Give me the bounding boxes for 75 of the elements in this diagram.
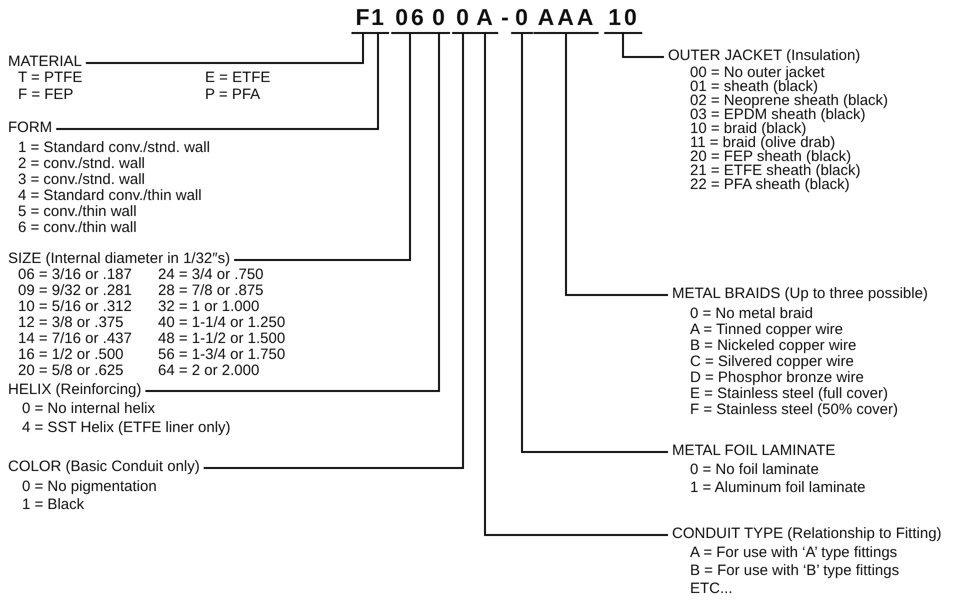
leader-line bbox=[622, 34, 664, 58]
code-entry: 1 = Black bbox=[22, 497, 84, 513]
field-heading: SIZE (Internal diameter in 1/32″s) bbox=[8, 251, 230, 267]
code-segment: A bbox=[472, 4, 498, 34]
code-entry: 16 = 1/2 or .500 bbox=[18, 347, 124, 363]
code-separator: - bbox=[501, 4, 509, 30]
code-entry: 48 = 1-1/2 or 1.500 bbox=[158, 331, 286, 347]
code-entry: 5 = conv./thin wall bbox=[18, 204, 137, 220]
code-entry: E = ETFE bbox=[205, 70, 270, 86]
code-entry: 11 = braid (olive drab) bbox=[690, 135, 836, 151]
leader-line bbox=[521, 34, 668, 453]
leader-line bbox=[565, 34, 668, 296]
code-entry: F = FEP bbox=[18, 87, 74, 103]
field-heading: COLOR (Basic Conduit only) bbox=[8, 459, 200, 475]
code-entry: B = Nickeled copper wire bbox=[690, 338, 856, 354]
field-heading: OUTER JACKET (Insulation) bbox=[668, 48, 860, 64]
code-entry: 03 = EPDM sheath (black) bbox=[690, 107, 866, 123]
code-entry: 09 = 9/32 or .281 bbox=[18, 283, 132, 299]
field-heading: METAL FOIL LAMINATE bbox=[672, 443, 836, 459]
leader-line bbox=[86, 34, 364, 64]
code-entry: 00 = No outer jacket bbox=[690, 65, 825, 81]
code-entry: 3 = conv./stnd. wall bbox=[18, 172, 145, 188]
code-entry: A = For use with ‘A’ type fittings bbox=[690, 545, 898, 561]
code-entry: 22 = PFA sheath (black) bbox=[690, 177, 850, 193]
code-entry: 12 = 3/8 or .375 bbox=[18, 315, 124, 331]
leader-line bbox=[56, 34, 379, 130]
code-entry: B = For use with ‘B’ type fittings bbox=[690, 563, 900, 579]
code-entry: 10 = braid (black) bbox=[690, 121, 806, 137]
code-entry: 32 = 1 or 1.000 bbox=[158, 299, 260, 315]
code-entry: 21 = ETFE sheath (black) bbox=[690, 163, 860, 179]
note-text: ETC... bbox=[690, 581, 733, 597]
code-entry: 06 = 3/16 or .187 bbox=[18, 267, 132, 283]
code-entry: 20 = 5/8 or .625 bbox=[18, 363, 124, 379]
code-entry: 4 = Standard conv./thin wall bbox=[18, 188, 202, 204]
code-entry: 1 = Aluminum foil laminate bbox=[690, 480, 866, 496]
leader-line bbox=[204, 34, 464, 469]
code-entry: 20 = FEP sheath (black) bbox=[690, 149, 852, 165]
leader-line bbox=[234, 34, 411, 261]
code-entry: 40 = 1-1/4 or 1.250 bbox=[158, 315, 286, 331]
code-segment: 10 bbox=[604, 4, 642, 34]
code-entry: 4 = SST Helix (ETFE liner only) bbox=[22, 420, 231, 436]
code-entry: 01 = sheath (black) bbox=[690, 79, 818, 95]
code-segment: AAA bbox=[534, 4, 598, 34]
leader-line bbox=[145, 34, 440, 392]
code-segment: 06 bbox=[391, 4, 429, 34]
code-entry: P = PFA bbox=[205, 87, 260, 103]
code-entry: 1 = Standard conv./stnd. wall bbox=[18, 140, 210, 156]
code-entry: 56 = 1-3/4 or 1.750 bbox=[158, 347, 286, 363]
code-entry: F = Stainless steel (50% cover) bbox=[690, 402, 898, 418]
field-heading: CONDUIT TYPE (Relationship to Fitting) bbox=[672, 526, 942, 542]
code-segment: 0 bbox=[511, 4, 533, 34]
code-entry: 0 = No internal helix bbox=[22, 401, 155, 417]
code-entry: 24 = 3/4 or .750 bbox=[158, 267, 264, 283]
code-entry: E = Stainless steel (full cover) bbox=[690, 386, 888, 402]
field-heading: FORM bbox=[8, 120, 52, 136]
code-segment: 0 bbox=[452, 4, 474, 34]
code-entry: 02 = Neoprene sheath (black) bbox=[690, 93, 888, 109]
field-heading: MATERIAL bbox=[8, 54, 82, 70]
field-heading: METAL BRAIDS (Up to three possible) bbox=[672, 286, 928, 302]
code-entry: 14 = 7/16 or .437 bbox=[18, 331, 132, 347]
code-entry: 2 = conv./stnd. wall bbox=[18, 156, 145, 172]
code-entry: T = PTFE bbox=[18, 70, 82, 86]
code-entry: 0 = No foil laminate bbox=[690, 462, 819, 478]
code-entry: 0 = No pigmentation bbox=[22, 479, 157, 495]
code-entry: C = Silvered copper wire bbox=[690, 354, 854, 370]
code-segment: 0 bbox=[428, 4, 450, 34]
code-entry: 64 = 2 or 2.000 bbox=[158, 363, 260, 379]
leader-line bbox=[484, 34, 668, 536]
code-entry: 10 = 5/16 or .312 bbox=[18, 299, 132, 315]
code-entry: 0 = No metal braid bbox=[690, 306, 813, 322]
code-entry: 28 = 7/8 or .875 bbox=[158, 283, 264, 299]
field-heading: HELIX (Reinforcing) bbox=[8, 382, 142, 398]
code-entry: D = Phosphor bronze wire bbox=[690, 370, 864, 386]
code-entry: 6 = conv./thin wall bbox=[18, 220, 137, 236]
code-entry: A = Tinned copper wire bbox=[690, 322, 844, 338]
